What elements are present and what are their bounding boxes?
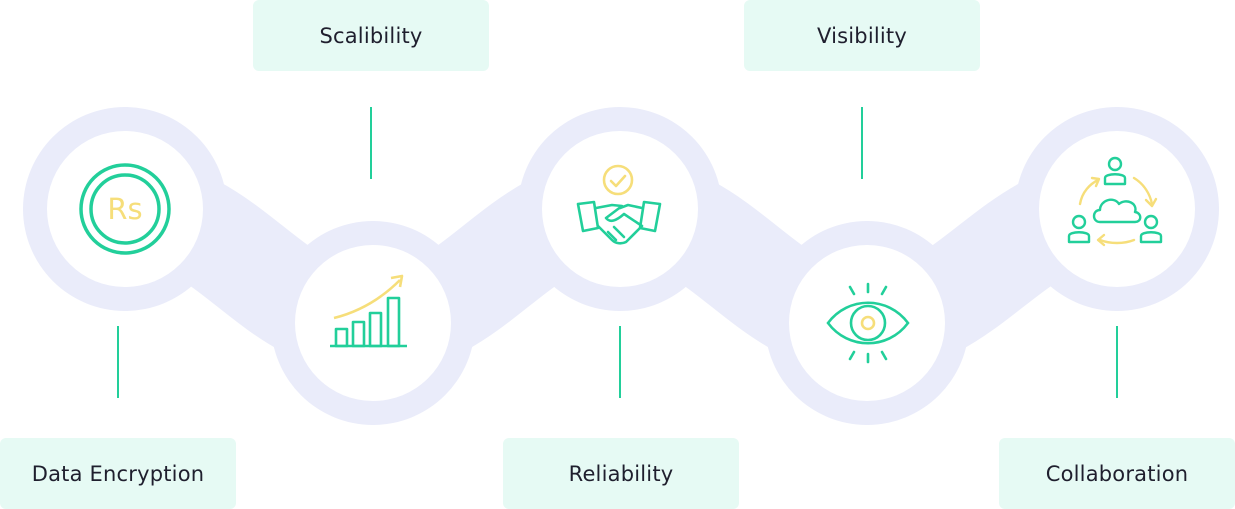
growth-chart-icon: [330, 274, 407, 348]
label-box-collaboration: Collaboration: [999, 438, 1235, 509]
label-box-data-encryption: Data Encryption: [0, 438, 236, 509]
connector-visibility: [861, 107, 863, 179]
feature-label-scalibility: Scalibility: [319, 23, 423, 48]
connector-scalibility: [370, 107, 372, 179]
node-data-encryption: [47, 131, 203, 287]
connector-collaboration: [1116, 326, 1118, 398]
label-box-visibility: Visibility: [744, 0, 980, 71]
feature-label-reliability: Reliability: [568, 461, 674, 486]
node-visibility: [789, 245, 945, 401]
label-box-reliability: Reliability: [503, 438, 739, 509]
svg-text:Rs: Rs: [107, 192, 142, 226]
connector-data-encryption: [117, 326, 119, 398]
eye-icon: [826, 282, 910, 364]
cloud-team-icon: [1067, 156, 1163, 247]
label-box-scalibility: Scalibility: [253, 0, 489, 71]
connector-reliability: [619, 326, 621, 398]
node-collaboration: [1039, 131, 1195, 287]
rupee-coin-icon: Rs: [79, 163, 171, 255]
node-scalibility: [295, 245, 451, 401]
feature-label-data-encryption: Data Encryption: [31, 461, 205, 486]
feature-label-visibility: Visibility: [816, 23, 907, 48]
handshake-icon: [576, 164, 662, 245]
feature-label-collaboration: Collaboration: [1045, 461, 1189, 486]
